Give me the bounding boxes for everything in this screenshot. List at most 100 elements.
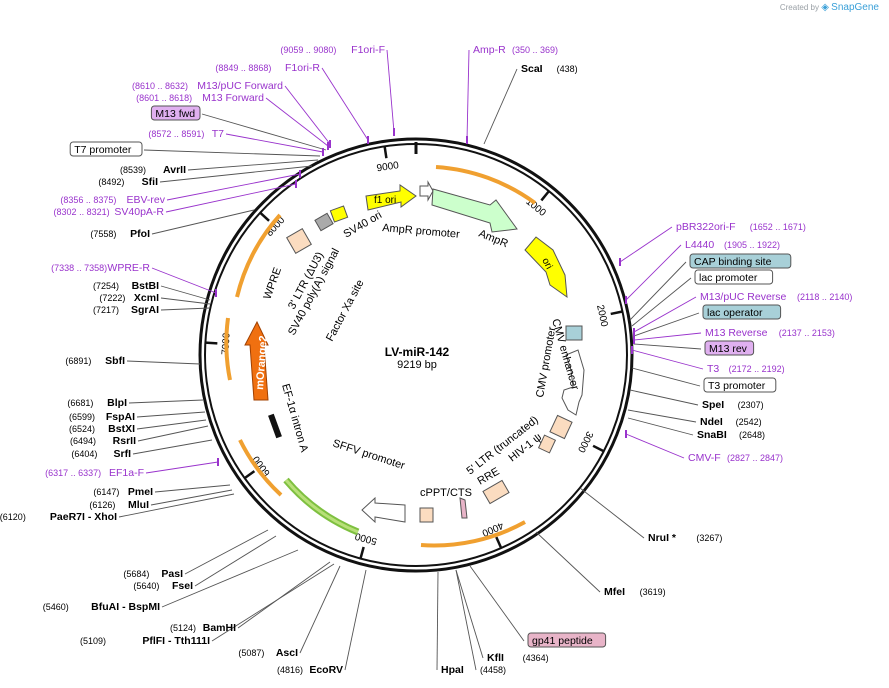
label-m13-puc-forward: M13/pUC Forward (197, 80, 283, 92)
snapgene-credit: Created by ◈ SnapGene (779, 2, 879, 13)
coord-snabi: (2648) (739, 430, 765, 440)
coord-m13-puc-forward: (8610 .. 8632) (132, 81, 188, 91)
leader-ndei (627, 409, 697, 423)
coord-bstbi: (7254) (93, 281, 119, 291)
label-nrui: NruI * (648, 532, 677, 544)
leader-cmv-f (625, 433, 685, 459)
leader-blpi (128, 399, 204, 404)
backbone-outer (198, 137, 634, 573)
coord-f1ori-f: (9059 .. 9080) (280, 45, 336, 55)
coord-mlui: (6126) (89, 500, 115, 510)
leader-lac-operator (633, 312, 700, 337)
label-m13-rev: M13 rev (709, 343, 748, 355)
coord-wpre-r: (7338 .. 7358) (51, 263, 107, 273)
hiv-psi-box (537, 434, 557, 454)
cppt-arrow (459, 497, 468, 519)
tick-mark (359, 546, 365, 559)
leader-ecorv (344, 569, 367, 671)
leader-t7-promoter (143, 149, 321, 157)
primer-mark-pbr322ori-f (619, 258, 621, 266)
orf-arc-2 (420, 520, 526, 548)
leader-bstbi (160, 285, 211, 301)
leader-l4440 (625, 244, 682, 301)
primer-mark-l4440 (625, 296, 627, 304)
coord-ndei: (2542) (736, 417, 762, 427)
tick-mark (592, 444, 605, 453)
label-ebv-rev: EBV-rev (126, 194, 165, 206)
tick-mark (495, 536, 503, 549)
tick-label: 2000 (594, 304, 609, 328)
ef1a-intron-label: EF-1α intron A (279, 383, 310, 455)
primer-mark-f1ori-f (393, 128, 395, 136)
label-sv40pa-r: SV40pA-R (114, 206, 164, 218)
coord-scai: (438) (557, 64, 578, 74)
label-4458: (4458) (480, 665, 506, 675)
leader-m13-puc-reverse (633, 296, 697, 333)
leader-pflfi-tth111i (211, 563, 335, 642)
label-fspai: FspAI (106, 411, 135, 423)
cap-lac-block (565, 325, 583, 341)
label-lac-operator: lac operator (707, 307, 763, 319)
label-pflfi-tth111i: PflFI - Tth111I (142, 635, 210, 647)
label-bamhi: BamHI (203, 622, 236, 634)
ampr-promoter-arrow (419, 180, 434, 202)
primer-mark-t7 (322, 148, 324, 156)
plasmid-name: LV-miR-142 (385, 345, 450, 359)
tick-mark (610, 310, 623, 316)
leader-xcmi (160, 297, 211, 305)
coord-amp-r: (350 .. 369) (512, 45, 558, 55)
cppt-box (419, 507, 434, 523)
ori-arrow (524, 236, 568, 299)
label-paer7i-xhoi: PaeR7I - XhoI (50, 511, 117, 523)
leader-scai (483, 68, 518, 145)
label-asci: AscI (276, 647, 298, 659)
primer-mark-wpre-r (215, 289, 217, 297)
coord-bstxi: (6524) (69, 424, 95, 434)
label-ecorv: EcoRV (309, 664, 343, 676)
primer-mark-t3 (631, 346, 633, 354)
sffv-promoter-label: SFFV promoter (331, 437, 407, 472)
leader-paer7i-xhoi (118, 493, 235, 518)
coord-bamhi: (5124) (170, 623, 196, 633)
wpre-label: WPRE (262, 266, 285, 301)
coord-mfei: (3619) (640, 587, 666, 597)
primer-mark-m13-puc-forward (329, 140, 331, 148)
cmv-promoter-label: CMV promoter (534, 326, 558, 399)
leader-asci (299, 565, 341, 654)
leader-bfuai-bspmi (161, 549, 299, 608)
label-bfuai-bspmi: BfuAI - BspMI (91, 601, 160, 613)
coord-avrii: (8539) (120, 165, 146, 175)
label-lac-promoter: lac promoter (699, 272, 758, 284)
primer-mark-ebv-rev (299, 170, 301, 178)
tick-mark (243, 470, 256, 480)
label-f1ori-f: F1ori-F (351, 44, 385, 56)
leader-m13-fwd (201, 113, 327, 151)
label-pfoi: PfoI (130, 228, 150, 240)
coord-pflfi-tth111i: (5109) (80, 636, 106, 646)
coord-t7: (8572 .. 8591) (148, 129, 204, 139)
tick-mark (383, 146, 388, 159)
leader-pbr322ori-f (619, 226, 673, 263)
label-cap-binding-site: CAP binding site (694, 256, 772, 268)
label-box-m13-fwd (150, 105, 201, 121)
coord-paer7i-xhoi: (6120) (0, 512, 26, 522)
label-kfli: KflI (487, 652, 504, 664)
ampr-arrow (431, 188, 518, 233)
factor-xa-label: Factor Xa site (324, 278, 366, 344)
coord-xcmi: (7222) (99, 293, 125, 303)
leader-fsei (194, 535, 277, 587)
label-scai: ScaI (521, 63, 543, 75)
label-t3-promoter: T3 promoter (708, 380, 766, 392)
label-pmei: PmeI (128, 486, 153, 498)
f1-ori-label: f1 ori (374, 195, 396, 206)
leader-m13-puc-forward (284, 85, 331, 145)
rre-box (482, 479, 510, 505)
label-bstxi: BstXI (108, 423, 135, 435)
primer-mark-m13-reverse (633, 336, 635, 344)
leader-ef1a-f (145, 461, 219, 474)
label-sgrai: SgrAI (131, 304, 159, 316)
ori-label: ori (539, 256, 554, 271)
coord-pasi: (5684) (123, 569, 149, 579)
coord-bfuai-bspmi: (5460) (43, 602, 69, 612)
